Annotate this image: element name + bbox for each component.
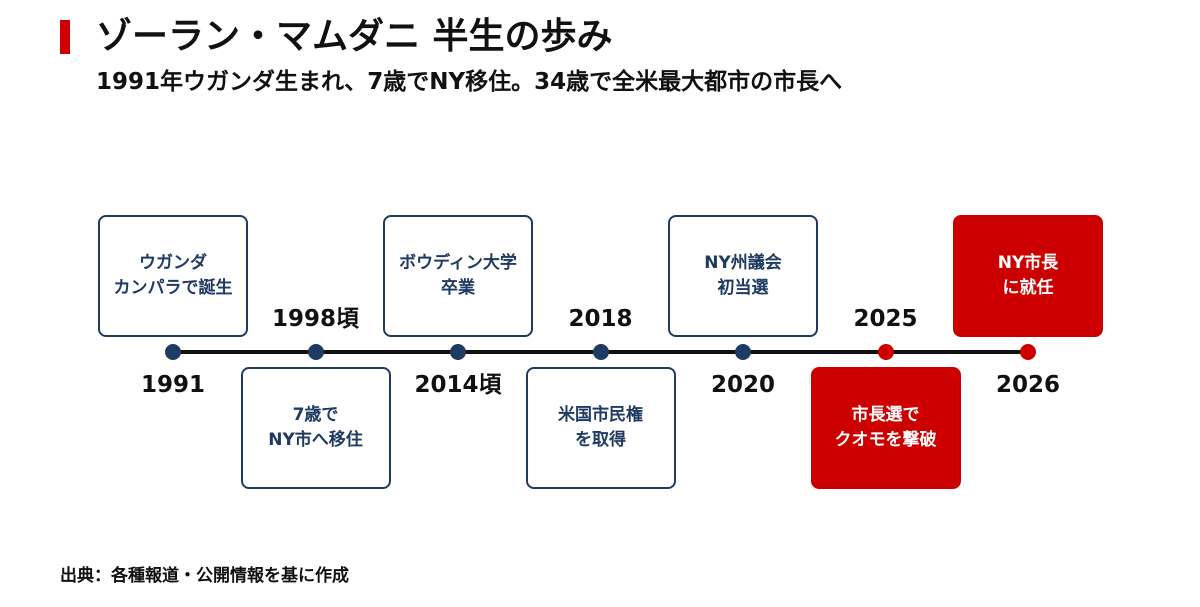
event-label: 市長選で クオモを撃破 <box>834 405 937 450</box>
event-year: 2026 <box>995 372 1060 398</box>
event-year: 1991 <box>140 372 205 398</box>
event-card: 米国市民権 を取得 <box>525 367 676 489</box>
event-label: 7歳で NY市へ移住 <box>268 405 363 450</box>
timeline-dot <box>735 344 751 360</box>
event-card: ウガンダ カンパラで誕生 <box>98 215 248 337</box>
event-card: NY州議会 初当選 <box>668 215 818 337</box>
title-accent-bar <box>60 20 70 54</box>
timeline-dot <box>450 344 466 360</box>
event-year: 2020 <box>710 372 775 398</box>
timeline-dot <box>307 344 324 360</box>
event-card: NY市長 に就任 <box>953 215 1103 337</box>
event-label: NY市長 に就任 <box>997 253 1059 298</box>
event-label: 米国市民権 を取得 <box>558 405 643 450</box>
page-subtitle: 1991年ウガンダ生まれ、7歳でNY移住。34歳で全米最大都市の市長へ <box>96 69 843 95</box>
event-card: 市長選で クオモを撃破 <box>810 367 961 489</box>
event-label: NY州議会 初当選 <box>704 253 782 298</box>
event-label: ウガンダ カンパラで誕生 <box>113 253 233 298</box>
source-note: 出典：各種報道・公開情報を基に作成 <box>60 566 349 586</box>
page-title: ゾーラン・マムダニ 半生の歩み <box>96 16 613 57</box>
timeline-dot <box>877 344 894 360</box>
event-label: ボウディン大学 卒業 <box>399 253 517 298</box>
event-card: ボウディン大学 卒業 <box>383 215 533 337</box>
timeline-dot <box>165 344 181 360</box>
event-year: 2025 <box>853 306 918 332</box>
event-year: 1998頃 <box>271 306 359 332</box>
event-card: 7歳で NY市へ移住 <box>240 367 391 489</box>
event-year: 2018 <box>568 306 633 332</box>
timeline-dot <box>1020 344 1036 360</box>
event-year: 2014頃 <box>414 372 502 398</box>
timeline-dot <box>592 344 609 360</box>
